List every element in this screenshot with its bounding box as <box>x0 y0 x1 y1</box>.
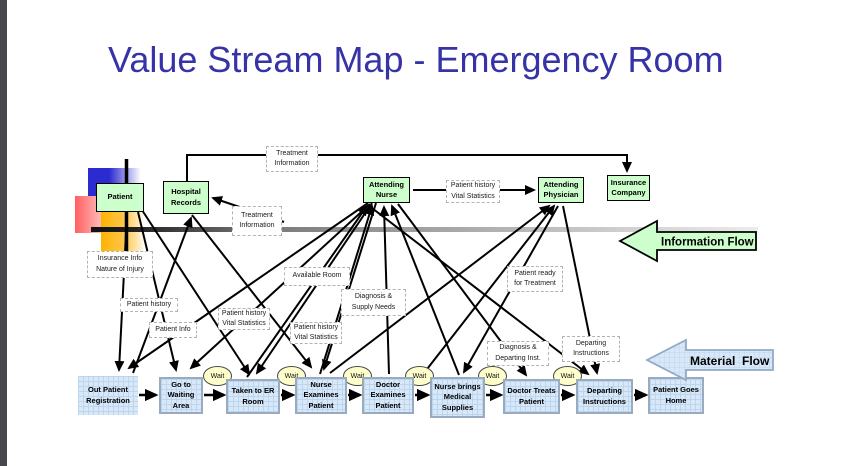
page-title: Value Stream Map - Emergency Room <box>108 39 724 80</box>
label-patient-history-vitals-1: Patient history Vital Statistics <box>218 308 270 330</box>
label-diagnosis-supply-needs: Diagnosis & Supply Needs <box>341 289 406 316</box>
label-insurance-info: Insurance Info Nature of Injury <box>87 251 153 278</box>
label-patient-history: Patient history <box>120 298 178 312</box>
label-patient-history-vitals-2: Patient history Vital Statistics <box>290 322 342 344</box>
process-taken-to-er-room: Taken to ER Room <box>226 379 280 414</box>
wait-badge: Wait <box>478 366 507 386</box>
label-departing-instructions: Departing Instructions <box>562 336 620 362</box>
entity-hospital-records: Hospital Records <box>163 181 209 214</box>
label-patient-info: Patient Info <box>149 322 197 338</box>
process-departing-instructions: Departing Instructions <box>576 379 633 414</box>
process-doctor-treats-patient: Doctor Treats Patient <box>503 379 560 414</box>
material-flow-arrow: Material Flow <box>645 338 774 382</box>
wait-badge: Wait <box>553 366 582 386</box>
label-diagnosis-departing: Diagnosis & Departing Inst. <box>487 341 549 366</box>
slide-left-border <box>0 0 7 466</box>
information-flow-bar <box>91 227 758 232</box>
material-flow-arrow-label: Material Flow <box>690 354 770 368</box>
label-available-room: Available Room <box>284 267 350 286</box>
wait-badge: Wait <box>203 366 232 386</box>
label-patient-history-vitals-3: Patient history Vital Statistics <box>446 180 500 203</box>
information-flow-arrow-label: Information Flow <box>661 237 754 249</box>
label-patient-ready: Patient ready for Treatment <box>507 266 563 292</box>
process-out-patient-registration: Out Patient Registration <box>78 376 138 415</box>
process-nurse-brings-medical-supplies: Nurse brings Medical Supplies <box>430 377 485 418</box>
process-nurse-examines-patient: Nurse Examines Patient <box>295 377 347 414</box>
label-treatment-information-mid: Treatment Information <box>232 206 282 236</box>
entity-attending-nurse: Attending Nurse <box>363 177 410 203</box>
information-flow-arrow: Information Flow <box>618 219 757 263</box>
entity-attending-physician: Attending Physician <box>538 177 584 203</box>
label-treatment-information-top: Treatment Information <box>266 146 318 172</box>
process-go-to-waiting-area: Go to Waiting Area <box>159 377 203 414</box>
process-patient-goes-home: Patient Goes Home <box>648 377 704 414</box>
process-doctor-examines-patient: Doctor Examines Patient <box>362 377 414 414</box>
entity-insurance-company: Insurance Company <box>607 175 650 201</box>
entity-patient: Patient <box>96 183 144 212</box>
